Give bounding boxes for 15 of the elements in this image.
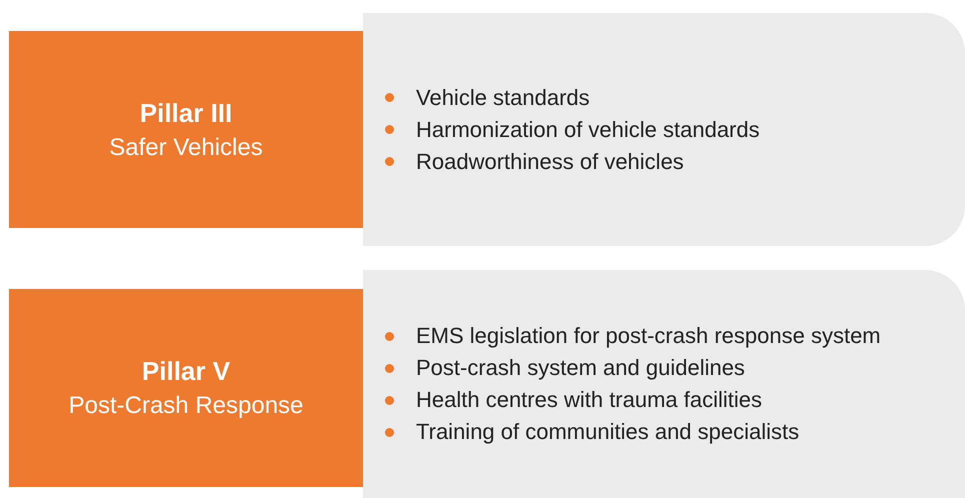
pillar-subtitle: Post-Crash Response	[68, 391, 304, 421]
bullet-text: EMS legislation for post-crash response system	[416, 323, 881, 349]
pillar-box	[9, 31, 363, 228]
bullet-text: Health centres with trauma facilities	[416, 387, 762, 413]
pillar-subtitle: Safer Vehicles	[109, 132, 263, 162]
bullet-text: Post-crash system and guidelines	[416, 355, 745, 381]
pillar-box	[9, 289, 363, 487]
pillar-title: Pillar V	[142, 355, 230, 388]
bullet-text: Vehicle standards	[416, 84, 590, 110]
pillar-title: Pillar III	[140, 96, 232, 130]
content-panel	[363, 13, 965, 246]
content-panel	[363, 270, 965, 498]
bullet-text: Training of communities and specialists	[416, 419, 800, 445]
bullet-text: Harmonization of vehicle standards	[416, 116, 760, 142]
bullet-text: Roadworthiness of vehicles	[416, 148, 684, 174]
